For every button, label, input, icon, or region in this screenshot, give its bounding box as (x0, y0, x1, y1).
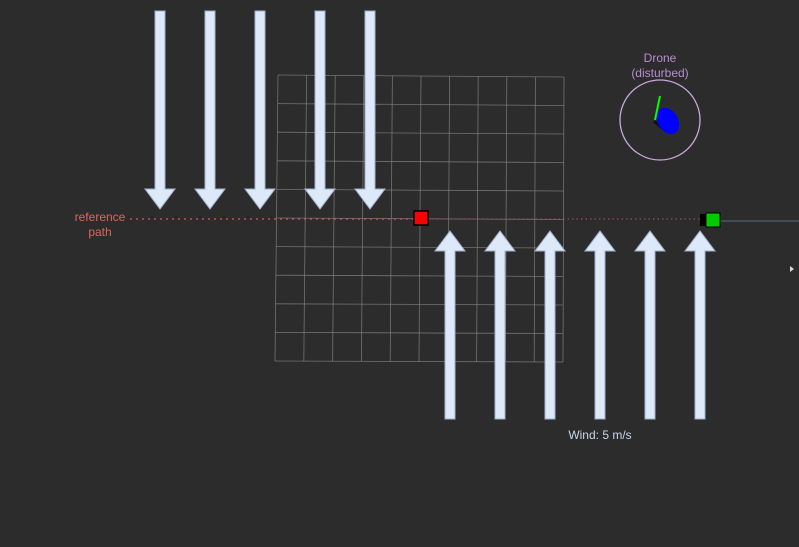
grid-line-h (274, 360, 564, 363)
arrow-down-icon (354, 10, 386, 210)
target-marker-icon (413, 210, 429, 226)
grid-line-v (533, 76, 536, 362)
grid-line-v (476, 76, 479, 362)
arrow-up-icon (434, 230, 466, 420)
drone-label-line1: Drone (643, 51, 677, 65)
grid-line-h (275, 274, 564, 277)
arrow-up-icon (584, 230, 616, 420)
arrow-down-icon (194, 10, 226, 210)
reference-path-label-line1: reference (74, 210, 126, 224)
drone-label-line2: (disturbed) (631, 66, 689, 80)
wind-arrows-top (144, 10, 386, 210)
arrow-down-icon (244, 10, 276, 210)
grid-line-h (276, 246, 564, 249)
drone-inset-ring (619, 79, 701, 161)
arrow-up-icon (534, 230, 566, 420)
drone-inset-icon (619, 79, 701, 161)
scroll-indicator-icon[interactable] (790, 266, 794, 272)
wind-arrows-bottom (434, 230, 716, 420)
arrow-down-icon (304, 10, 336, 210)
drone-marker-icon (705, 212, 721, 228)
drone-label: Drone (disturbed) (610, 51, 710, 81)
reference-path-label-line2: path (88, 225, 112, 239)
arrow-up-icon (634, 230, 666, 420)
arrow-down-icon (144, 10, 176, 210)
drone-body (656, 107, 680, 135)
arrow-up-icon (684, 230, 716, 420)
arrow-up-icon (484, 230, 516, 420)
wind-speed-label: Wind: 5 m/s (568, 428, 632, 442)
drone-marker-shadow (700, 214, 710, 226)
grid-line-h (275, 331, 564, 334)
drone-heading-indicator (654, 95, 661, 121)
grid-line-h (275, 303, 564, 306)
grid-line-v (504, 76, 508, 362)
reference-path-label: reference path (60, 210, 140, 240)
